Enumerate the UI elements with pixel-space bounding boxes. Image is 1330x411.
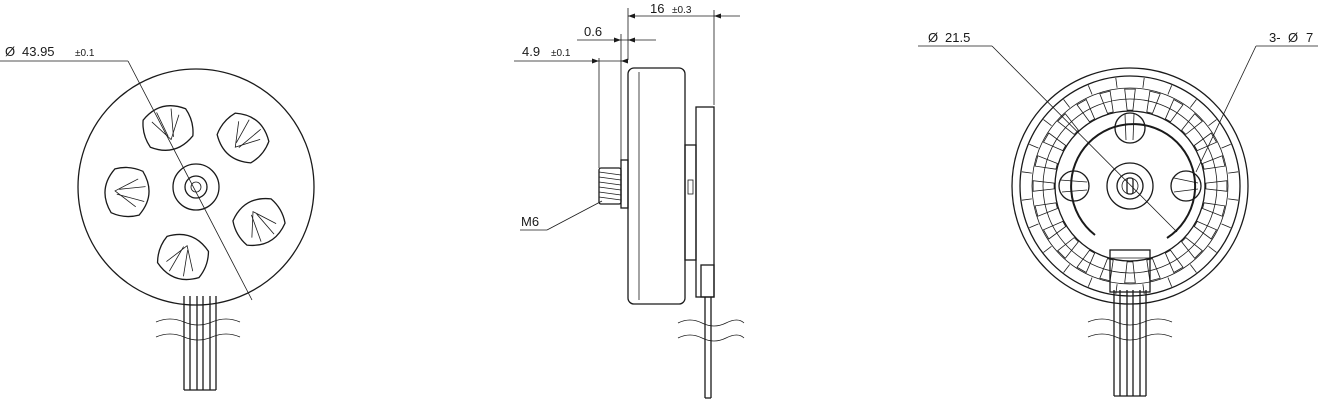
rear-bolt-circle-value: 21.5 [945, 30, 970, 45]
stator-tooth [1099, 90, 1114, 114]
rear-holes-value: 7 [1306, 30, 1313, 45]
stator-tooth [1202, 202, 1226, 217]
stator-slot-line [1087, 277, 1093, 287]
stator-slot-line [1189, 99, 1197, 108]
stator-tooth [1164, 249, 1184, 274]
side-threaded-shaft [598, 167, 622, 205]
stator-tooth [1193, 220, 1218, 240]
stator-slot-line [1167, 85, 1173, 95]
front-vent-pattern [102, 99, 292, 287]
stator-tooth [1181, 237, 1203, 259]
stator-slot-line [1029, 143, 1039, 149]
rear-connector-block [1109, 249, 1151, 293]
stator-tooth [1034, 202, 1058, 217]
rear-stator-teeth [1021, 77, 1239, 295]
side-motor-bell [627, 67, 686, 305]
stator-slot-line [1208, 119, 1217, 127]
stator-tooth [1164, 98, 1184, 123]
front-wires [155, 296, 241, 391]
stator-slot-line [1043, 245, 1052, 253]
stator-slot-line [1208, 245, 1217, 253]
stator-slot-line [1142, 77, 1145, 88]
side-thread-label: M6 [521, 214, 539, 229]
rear-wires [1087, 290, 1173, 397]
side-length-value: 16 [650, 1, 664, 16]
stator-slot-line [1167, 277, 1173, 287]
stator-slot-line [1221, 143, 1231, 149]
stator-tooth [1124, 261, 1136, 284]
rear-mount-holes [1058, 112, 1202, 202]
rear-holes-prefix: 3- [1269, 30, 1281, 45]
stator-slot-line [1029, 223, 1039, 229]
stator-slot-line [1189, 264, 1197, 273]
stator-tooth [1205, 180, 1228, 192]
stator-tooth [1076, 249, 1096, 274]
stator-slot-line [1228, 198, 1239, 201]
stator-tooth [1034, 155, 1058, 170]
stator-tooth [1193, 132, 1218, 152]
side-flange-value: 0.6 [584, 24, 602, 39]
side-shaft-tolerance: ±0.1 [551, 48, 571, 59]
rear-motor-body [1011, 67, 1249, 305]
rear-holes-symbol: Ø [1288, 30, 1298, 45]
stator-slot-line [1043, 119, 1052, 127]
stator-tooth [1124, 88, 1136, 111]
side-pcb-plate [695, 106, 715, 298]
stator-tooth [1181, 113, 1203, 135]
stator-slot-line [1221, 223, 1231, 229]
side-shaft-value: 4.9 [522, 44, 540, 59]
front-view: Ø 43.95 ±0.1 [0, 44, 315, 391]
stator-slot-line [1063, 99, 1071, 108]
rear-view: Ø 21.5 3- Ø 7 [918, 30, 1318, 397]
front-diameter-symbol: Ø [5, 44, 15, 59]
stator-tooth [1146, 90, 1161, 114]
stator-tooth [1042, 220, 1067, 240]
side-view: 16 ±0.3 0.6 4.9 ±0.1 M6 [514, 1, 745, 399]
stator-tooth [1042, 132, 1067, 152]
side-length-tolerance: ±0.3 [672, 5, 692, 16]
stator-slot-line [1063, 264, 1071, 273]
stator-slot-line [1021, 171, 1032, 174]
stator-slot-line [1087, 85, 1093, 95]
stator-tooth [1032, 180, 1055, 192]
stator-slot-line [1228, 171, 1239, 174]
stator-tooth [1076, 98, 1096, 123]
stator-tooth [1057, 237, 1079, 259]
rear-bolt-circle-symbol: Ø [928, 30, 938, 45]
stator-tooth [1202, 155, 1226, 170]
front-motor-body [77, 68, 315, 306]
stator-slot-line [1115, 77, 1118, 88]
stator-slot-line [1021, 198, 1032, 201]
front-diameter-tolerance: ±0.1 [75, 48, 95, 59]
front-diameter-value: 43.95 [22, 44, 55, 59]
